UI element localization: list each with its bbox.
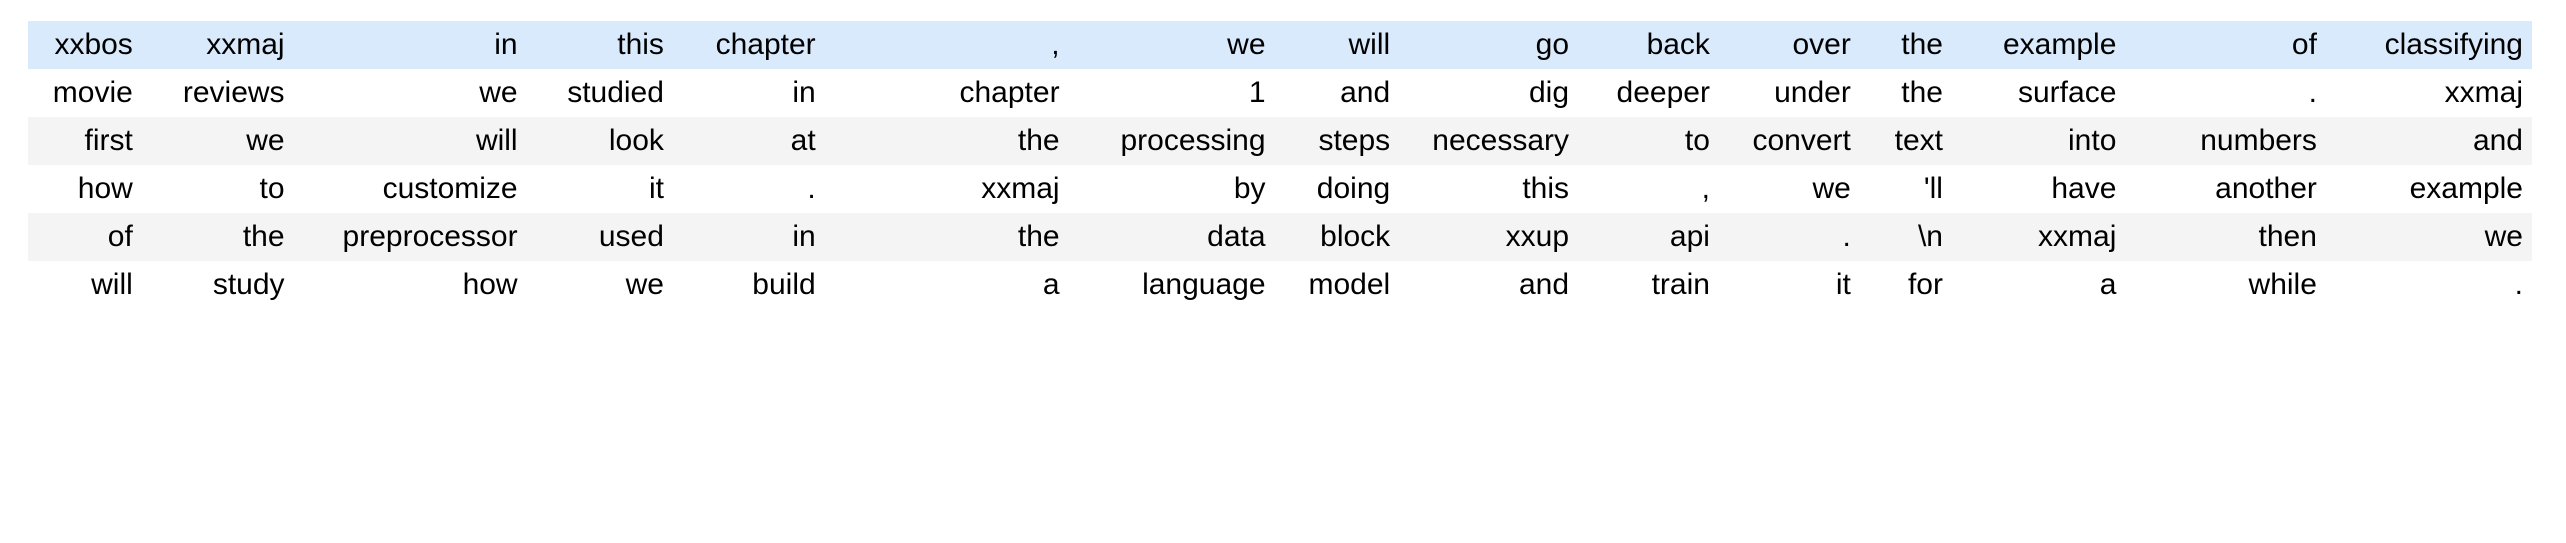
table-cell: will [1274,21,1400,69]
table-cell: it [1718,261,1860,309]
table-cell: xxbos [28,21,142,69]
table-cell: xxmaj [141,21,294,69]
table-row[interactable]: of the preprocessor used in the data blo… [28,213,2532,261]
table-cell: for [1859,261,1952,309]
table-cell: convert [1718,117,1860,165]
table-cell: we [293,69,527,117]
table-cell: of [28,213,142,261]
table-cell: while [2125,261,2326,309]
table-cell: a [1951,261,2126,309]
table-cell: . [672,165,825,213]
table-cell: movie [28,69,142,117]
table-cell: xxmaj [2325,69,2532,117]
table-cell: this [1399,165,1579,213]
table-cell: the [824,117,1069,165]
table-cell: train [1578,261,1719,309]
table-cell: of [2125,21,2326,69]
table-row[interactable]: movie reviews we studied in chapter 1 an… [28,69,2532,117]
table-cell: then [2125,213,2326,261]
table-cell: . [2325,261,2532,309]
table-cell: . [2125,69,2326,117]
table-cell: in [672,69,825,117]
table-cell: customize [293,165,527,213]
table-cell: 1 [1068,69,1275,117]
table-cell: , [824,21,1069,69]
table-row[interactable]: first we will look at the processing ste… [28,117,2532,165]
table-cell: 'll [1859,165,1952,213]
table-cell: in [672,213,825,261]
table-cell: under [1718,69,1860,117]
table-cell: first [28,117,142,165]
table-cell: doing [1274,165,1400,213]
table-cell: in [293,21,527,69]
table-cell: have [1951,165,2126,213]
table-cell: into [1951,117,2126,165]
table-cell: xxup [1399,213,1579,261]
table-cell: example [2325,165,2532,213]
table-cell: text [1859,117,1952,165]
table-cell: we [1068,21,1275,69]
table-cell: back [1578,21,1719,69]
table-cell: language [1068,261,1275,309]
table-cell: reviews [141,69,294,117]
table-cell: the [824,213,1069,261]
table-cell: we [141,117,294,165]
table-cell: surface [1951,69,2126,117]
table-cell: numbers [2125,117,2326,165]
table-cell: chapter [824,69,1069,117]
table-cell: how [293,261,527,309]
table-cell: we [526,261,673,309]
token-table-body: xxbos xxmaj in this chapter , we will go… [28,21,2532,309]
table-cell: studied [526,69,673,117]
table-cell: and [1399,261,1579,309]
table-cell: at [672,117,825,165]
token-table: xxbos xxmaj in this chapter , we will go… [28,21,2532,309]
table-cell: look [526,117,673,165]
table-cell: this [526,21,673,69]
table-cell: how [28,165,142,213]
table-cell: \n [1859,213,1952,261]
table-row[interactable]: will study how we build a language model… [28,261,2532,309]
table-cell: chapter [672,21,825,69]
table-cell: to [1578,117,1719,165]
table-cell: we [2325,213,2532,261]
table-cell: example [1951,21,2126,69]
table-cell: will [28,261,142,309]
table-cell: by [1068,165,1275,213]
table-cell: classifying [2325,21,2532,69]
table-cell: and [2325,117,2532,165]
table-cell: api [1578,213,1719,261]
table-cell: the [1859,69,1952,117]
table-cell: another [2125,165,2326,213]
table-cell: to [141,165,294,213]
table-cell: and [1274,69,1400,117]
table-cell: . [1718,213,1860,261]
table-cell: data [1068,213,1275,261]
table-cell: will [293,117,527,165]
table-row[interactable]: how to customize it . xxmaj by doing thi… [28,165,2532,213]
table-cell: xxmaj [824,165,1069,213]
table-row[interactable]: xxbos xxmaj in this chapter , we will go… [28,21,2532,69]
table-cell: steps [1274,117,1400,165]
table-cell: necessary [1399,117,1579,165]
table-cell: it [526,165,673,213]
table-cell: deeper [1578,69,1719,117]
table-cell: used [526,213,673,261]
table-cell: build [672,261,825,309]
table-cell: a [824,261,1069,309]
table-cell: over [1718,21,1860,69]
table-cell: model [1274,261,1400,309]
table-cell: processing [1068,117,1275,165]
table-cell: the [1859,21,1952,69]
table-cell: xxmaj [1951,213,2126,261]
table-cell: preprocessor [293,213,527,261]
table-cell: , [1578,165,1719,213]
table-cell: we [1718,165,1860,213]
table-cell: study [141,261,294,309]
table-cell: block [1274,213,1400,261]
table-cell: dig [1399,69,1579,117]
table-cell: go [1399,21,1579,69]
table-cell: the [141,213,294,261]
